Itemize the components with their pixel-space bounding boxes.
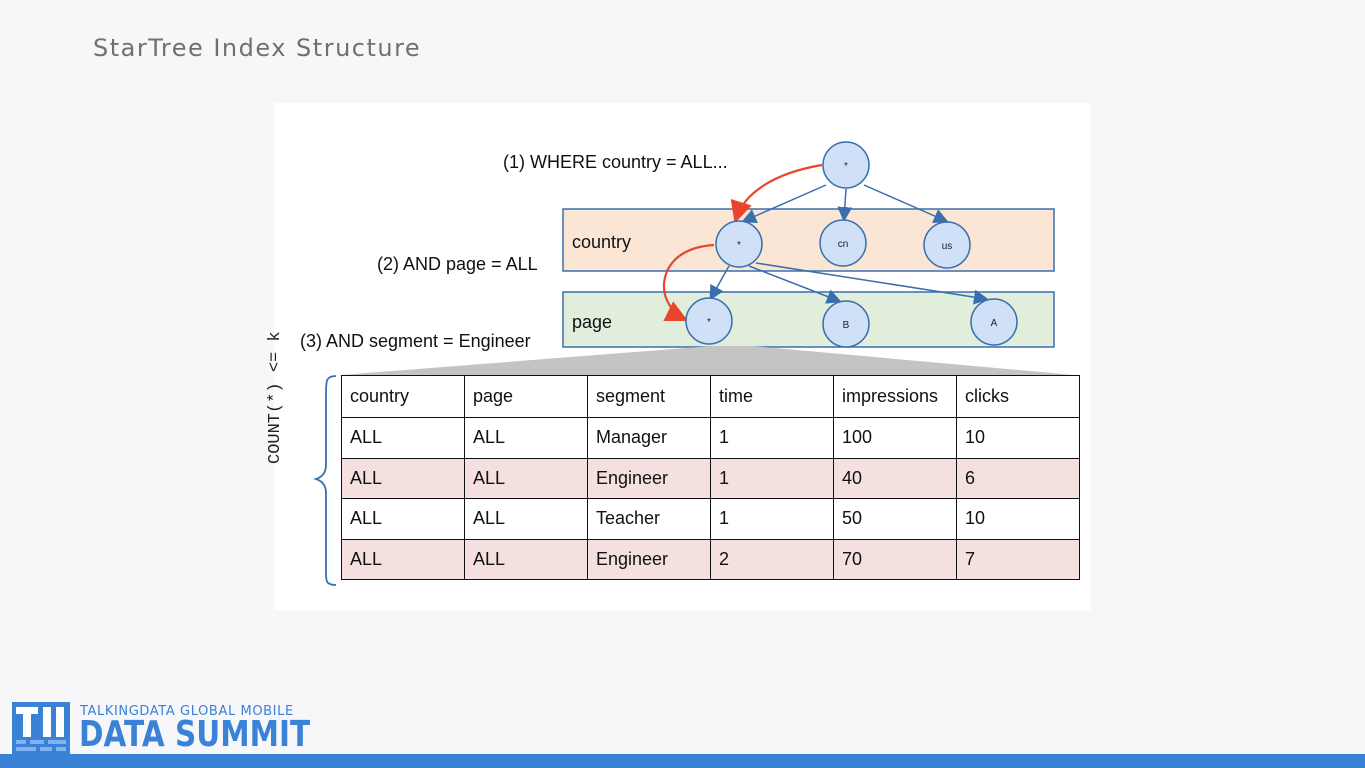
node-page-b xyxy=(822,300,870,348)
node-country-cn-label: cn xyxy=(838,239,849,250)
level-page-label: page xyxy=(572,312,613,332)
node-country-us-label: us xyxy=(942,241,953,252)
cell: ALL xyxy=(464,538,588,580)
edge-root-star xyxy=(741,184,827,224)
node-page-star xyxy=(685,297,733,345)
node-page-a-label: A xyxy=(991,318,998,329)
startree-diagram: * * cn us * B A (1) WHERE country = ALL.… xyxy=(266,103,1091,610)
cell: ALL xyxy=(464,498,588,540)
logo-subtitle: TALKINGDATA GLOBAL MOBILE xyxy=(80,704,294,719)
footer-bar xyxy=(0,754,1365,768)
count-label: COUNT(*) <= k xyxy=(266,331,285,464)
table-row: ALL ALL Engineer 2 70 7 xyxy=(341,538,1080,580)
node-root xyxy=(822,141,870,189)
projection-wedge xyxy=(341,346,1074,375)
node-country-cn xyxy=(819,219,867,267)
slide-title: StarTree Index Structure xyxy=(93,34,422,62)
edge-star-a xyxy=(755,262,989,305)
cell: 100 xyxy=(833,417,957,459)
cell: Manager xyxy=(587,417,711,459)
header-segment: segment xyxy=(587,375,711,418)
cell: ALL xyxy=(341,457,465,499)
red-arrow-2 xyxy=(662,243,715,321)
cell: 7 xyxy=(956,538,1080,580)
cell: Engineer xyxy=(587,457,711,499)
cell: 70 xyxy=(833,538,957,580)
count-brace xyxy=(313,375,337,586)
level-country-label: country xyxy=(572,232,632,252)
logo-title: DATA SUMMIT xyxy=(79,714,311,755)
cell: ALL xyxy=(341,498,465,540)
cell: Engineer xyxy=(587,538,711,580)
cell: 50 xyxy=(833,498,957,540)
edge-root-us xyxy=(863,184,949,224)
table-row: ALL ALL Teacher 1 50 10 xyxy=(341,498,1080,540)
cell: ALL xyxy=(341,538,465,580)
cell: 10 xyxy=(956,417,1080,459)
table-row: ALL ALL Engineer 1 40 6 xyxy=(341,457,1080,499)
edge-root-cn xyxy=(837,188,853,222)
table-row: ALL ALL Manager 1 100 10 xyxy=(341,417,1080,459)
node-country-star-label: * xyxy=(737,240,741,251)
tree-svg: * * cn us * B A xyxy=(313,141,1074,586)
header-page: page xyxy=(464,375,588,418)
header-impressions: impressions xyxy=(833,375,957,418)
cell: 10 xyxy=(956,498,1080,540)
cell: 1 xyxy=(710,417,834,459)
edge-star-pagestar xyxy=(709,265,730,301)
t11-logo-icon xyxy=(12,702,70,754)
country-band xyxy=(562,208,1055,272)
cell: 1 xyxy=(710,498,834,540)
cell: ALL xyxy=(341,417,465,459)
red-arrow-1 xyxy=(730,163,823,224)
node-page-b-label: B xyxy=(843,320,850,331)
cell: 6 xyxy=(956,457,1080,499)
node-page-star-label: * xyxy=(707,317,711,328)
header-time: time xyxy=(710,375,834,418)
annotation-and-page: (2) AND page = ALL xyxy=(377,254,538,274)
aggregate-table: country page segment time impressions cl… xyxy=(341,375,1080,580)
cell: ALL xyxy=(464,417,588,459)
header-clicks: clicks xyxy=(956,375,1080,418)
cell: 1 xyxy=(710,457,834,499)
annotation-where: (1) WHERE country = ALL... xyxy=(503,152,728,172)
cell: Teacher xyxy=(587,498,711,540)
node-page-a xyxy=(970,298,1018,346)
cell: 2 xyxy=(710,538,834,580)
cell: ALL xyxy=(464,457,588,499)
node-country-star xyxy=(715,220,763,268)
node-country-us xyxy=(923,221,971,269)
header-country: country xyxy=(341,375,465,418)
node-root-label: * xyxy=(844,161,848,172)
table-header-row: country page segment time impressions cl… xyxy=(341,375,1080,418)
annotation-and-segment: (3) AND segment = Engineer xyxy=(300,331,531,351)
edge-star-b xyxy=(748,265,842,304)
cell: 40 xyxy=(833,457,957,499)
